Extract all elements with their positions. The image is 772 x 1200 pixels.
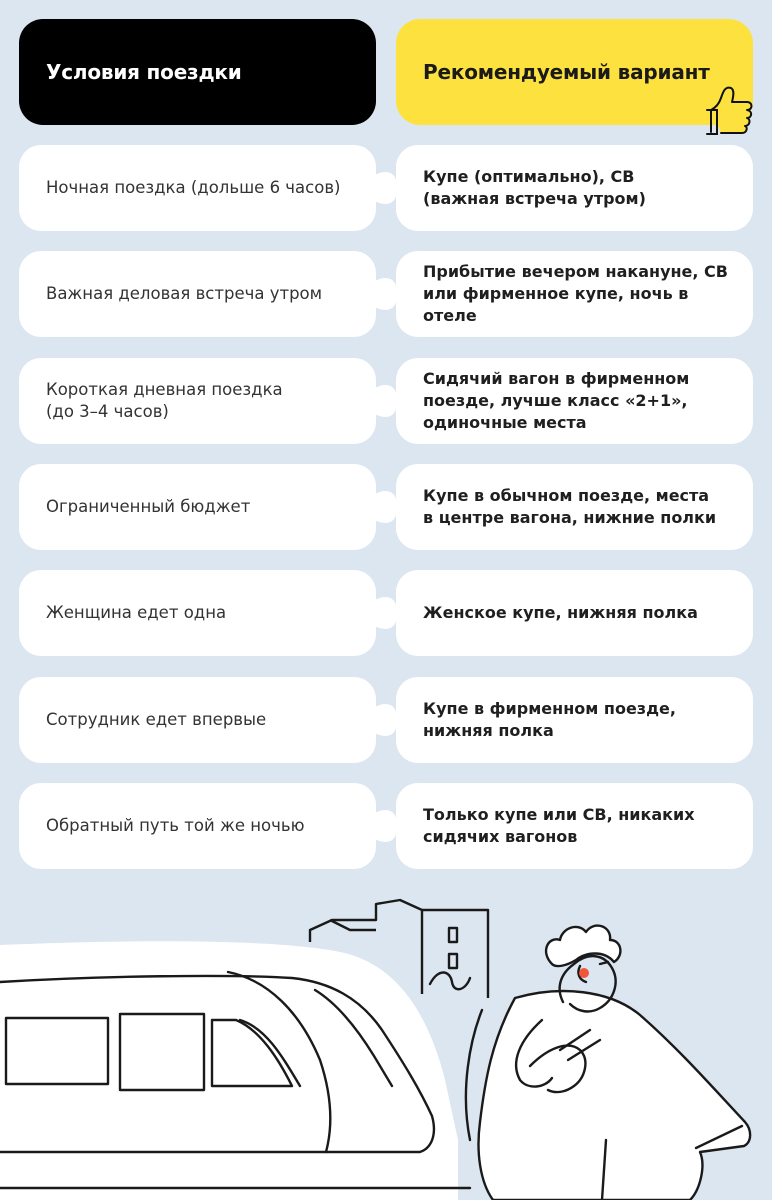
puzzle-connector-icon — [367, 703, 397, 736]
header-recommendation: Рекомендуемый вариант — [396, 19, 753, 125]
train-illustration — [0, 941, 458, 1200]
recommendation-card: Сидячий вагон в фирменном поезде, лучше … — [396, 357, 753, 444]
condition-card: Важная деловая встреча утром — [19, 251, 376, 338]
recommendation-text: Прибытие вечером накануне, СВ или фирмен… — [423, 262, 728, 326]
condition-card: Ночная поездка (дольше 6 часов) — [19, 145, 376, 231]
condition-card: Короткая дневная поездка (до 3–4 часов) — [19, 357, 376, 444]
puzzle-connector-icon — [367, 809, 397, 842]
recommendation-card: Купе в фирменном поезде, нижняя полка — [396, 676, 753, 763]
recommendation-text: Купе (оптимально), СВ (важная встреча ут… — [423, 167, 646, 208]
puzzle-connector-icon — [367, 490, 397, 523]
person-illustration — [464, 924, 752, 1200]
header-conditions-label: Условия поездки — [46, 60, 242, 84]
table-row: Важная деловая встреча утром Прибытие веч… — [19, 251, 753, 338]
header-recommendation-label: Рекомендуемый вариант — [423, 60, 710, 84]
table-row: Ночная поездка (дольше 6 часов) Купе (опт… — [19, 145, 753, 231]
thumbs-up-icon — [706, 86, 753, 135]
table-row: Сотрудник едет впервые Купе в фирменном п… — [19, 676, 753, 763]
condition-card: Обратный путь той же ночью — [19, 782, 376, 869]
table-row: Обратный путь той же ночью Только купе ил… — [19, 782, 753, 869]
building-illustration — [308, 898, 490, 998]
condition-card: Женщина едет одна — [19, 570, 376, 657]
condition-text: Сотрудник едет впервые — [46, 709, 267, 729]
table-row: Женщина едет одна Женское купе, нижняя по… — [19, 570, 753, 657]
condition-card: Ограниченный бюджет — [19, 463, 376, 550]
condition-text: Женщина едет одна — [46, 603, 227, 623]
recommendation-text: Женское купе, нижняя полка — [423, 603, 698, 623]
recommendation-text: Сидячий вагон в фирменном поезде, лучше … — [423, 368, 690, 432]
recommendation-card: Купе в обычном поезде, места в центре ва… — [396, 463, 753, 550]
puzzle-connector-icon — [367, 597, 397, 630]
puzzle-connector-icon — [367, 278, 397, 311]
condition-text: Обратный путь той же ночью — [46, 815, 305, 835]
puzzle-connector-icon — [367, 172, 397, 204]
recommendation-text: Купе в фирменном поезде, нижняя полка — [423, 698, 676, 740]
recommendation-card: Купе (оптимально), СВ (важная встреча ут… — [396, 145, 753, 231]
recommendation-text: Только купе или СВ, никаких сидячих ваго… — [423, 804, 695, 846]
puzzle-connector-icon — [367, 384, 397, 417]
recommendation-card: Только купе или СВ, никаких сидячих ваго… — [396, 782, 753, 869]
condition-text: Важная деловая встреча утром — [46, 284, 323, 304]
table-row: Ограниченный бюджет Купе в обычном поезде… — [19, 463, 753, 550]
header-conditions: Условия поездки — [19, 19, 376, 125]
condition-card: Сотрудник едет впервые — [19, 676, 376, 763]
condition-text: Ограниченный бюджет — [46, 496, 251, 516]
recommendation-card: Прибытие вечером накануне, СВ или фирмен… — [396, 251, 753, 338]
condition-text: Короткая дневная поездка (до 3–4 часов) — [46, 379, 283, 421]
condition-text: Ночная поездка (дольше 6 часов) — [46, 178, 341, 197]
train-station-illustration — [0, 898, 752, 1200]
table-row: Короткая дневная поездка (до 3–4 часов) С… — [19, 357, 753, 444]
recommendation-card: Женское купе, нижняя полка — [396, 570, 753, 657]
recommendation-text: Купе в обычном поезде, места в центре ва… — [423, 485, 717, 527]
